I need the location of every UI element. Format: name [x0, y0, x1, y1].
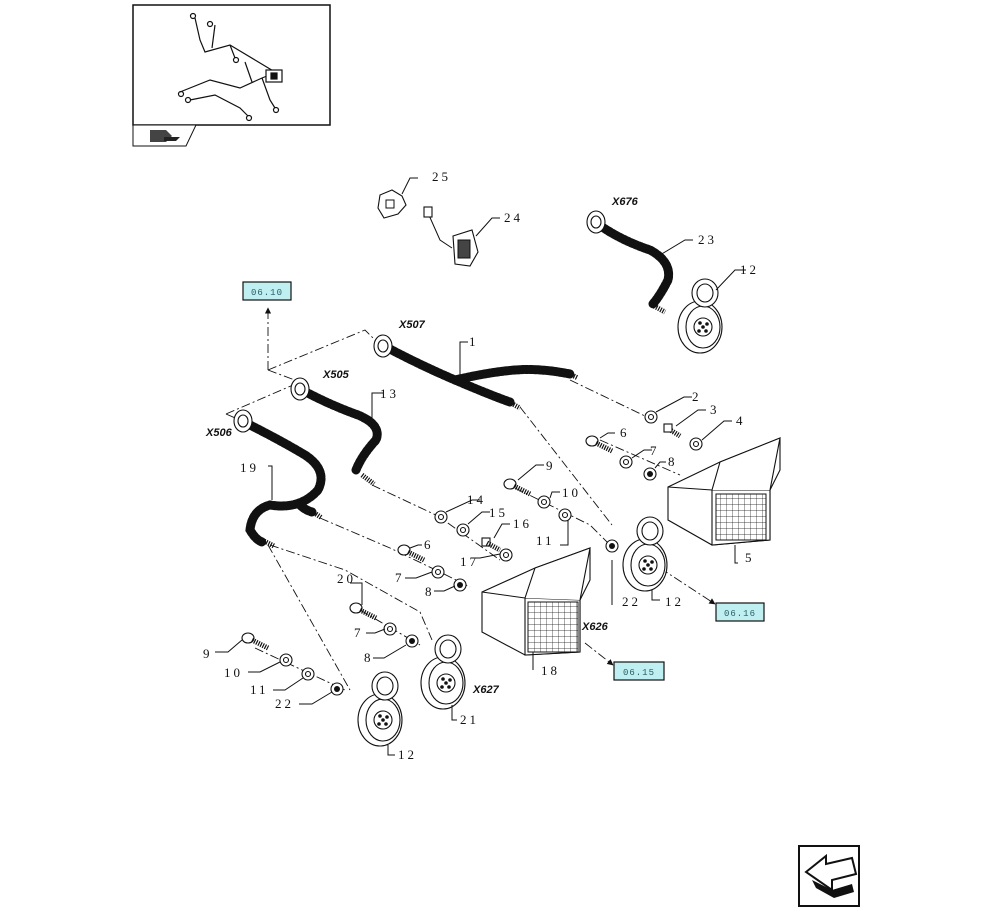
washer-2: [644, 410, 658, 424]
screw-9-low: [242, 633, 268, 648]
callout: 4: [736, 413, 746, 428]
nut-8-right: [643, 467, 657, 481]
callout: 23: [698, 232, 717, 247]
callout: 16: [513, 516, 532, 531]
callout: 2: [692, 389, 702, 404]
callout: 19: [240, 460, 259, 475]
washer-7-mid: [431, 565, 445, 579]
callout: 11: [536, 533, 555, 548]
callout: 12: [665, 594, 684, 609]
callout: 12: [398, 747, 417, 762]
ref-label: 06.10: [251, 288, 283, 298]
callout: 1: [469, 334, 479, 349]
washer-10-mid: [537, 495, 551, 509]
connector-label: X626: [581, 621, 609, 633]
part-switch: [423, 206, 479, 267]
connector-label: X507: [398, 319, 426, 331]
callout: 6: [620, 425, 630, 440]
screw-9-mid: [504, 479, 530, 494]
harness-13: [290, 377, 382, 486]
callout: 15: [489, 505, 508, 520]
lamp-12-top: [677, 278, 723, 354]
callout: 8: [425, 584, 435, 599]
callout: 7: [395, 570, 405, 585]
ref-box-06-15[interactable]: 06.15: [613, 661, 665, 681]
callout: 12: [740, 262, 759, 277]
connector-label: X627: [472, 684, 500, 696]
callout: 22: [275, 696, 294, 711]
bolt-3: [663, 423, 682, 439]
callout: 6: [424, 537, 434, 552]
callout: 11: [250, 682, 269, 697]
callout: 10: [224, 665, 243, 680]
connector-labels: X676 X507 X505 X506 X626 X627: [205, 196, 639, 696]
callout: 24: [504, 210, 523, 225]
callout: 9: [203, 646, 213, 661]
lamp-12-bottom: [357, 671, 403, 747]
washer-15: [456, 523, 470, 537]
lamp-12-right: [622, 516, 668, 592]
washer-7-right: [619, 455, 633, 469]
washer-10-low: [279, 653, 293, 667]
callout: 10: [562, 485, 581, 500]
washer-11-low: [301, 667, 315, 681]
harness-1: [373, 334, 580, 411]
connector-label: X506: [205, 427, 233, 439]
callout: 7: [354, 625, 364, 640]
callout: 20: [337, 571, 356, 586]
nut-22-right: [605, 539, 619, 553]
harness-thumbnail-drawing: [177, 12, 283, 122]
ref-box-06-10[interactable]: 06.10: [242, 281, 292, 301]
washer-4: [689, 437, 703, 451]
ref-label: 06.15: [623, 668, 655, 678]
connector-label: X676: [611, 196, 639, 208]
view-icon: [150, 130, 180, 142]
callout: 18: [541, 663, 560, 678]
ref-box-06-16[interactable]: 06.16: [715, 602, 765, 622]
bolt-16: [481, 537, 502, 553]
callout: 3: [710, 402, 720, 417]
callout: 21: [460, 712, 479, 727]
callout: 9: [546, 458, 556, 473]
lamp-housing-18: [481, 547, 591, 656]
washer-14: [434, 510, 448, 524]
nut-22-low: [330, 682, 344, 696]
callout: 14: [467, 492, 486, 507]
callout-numbers: 1 2 3 4 5 6 7 8 9 10 11 12 13 14 15 16 1…: [203, 169, 759, 762]
part-bracket: [377, 189, 407, 219]
harness-19: [233, 409, 326, 549]
ref-label: 06.16: [724, 609, 756, 619]
return-arrow-icon[interactable]: [798, 845, 860, 907]
nut-8-mid: [453, 578, 467, 592]
screw-20: [350, 603, 376, 618]
lamp-housing-5: [667, 437, 781, 546]
washer-11-mid: [558, 508, 572, 522]
leader-lines: [215, 177, 746, 756]
washer-17: [499, 548, 513, 562]
harness-overview-thumbnail[interactable]: [132, 4, 331, 147]
callout: 22: [622, 594, 641, 609]
callout: 13: [380, 386, 399, 401]
callout: 8: [668, 454, 678, 469]
connector-label: X505: [322, 369, 350, 381]
callout: 7: [650, 443, 660, 458]
callout: 8: [364, 650, 374, 665]
callout: 5: [745, 550, 755, 565]
callout: 25: [432, 169, 451, 184]
nut-8-low: [405, 634, 419, 648]
washer-7-low: [383, 622, 397, 636]
callout: 17: [460, 554, 479, 569]
harness-23: [586, 210, 674, 315]
lamp-21: [420, 634, 466, 710]
